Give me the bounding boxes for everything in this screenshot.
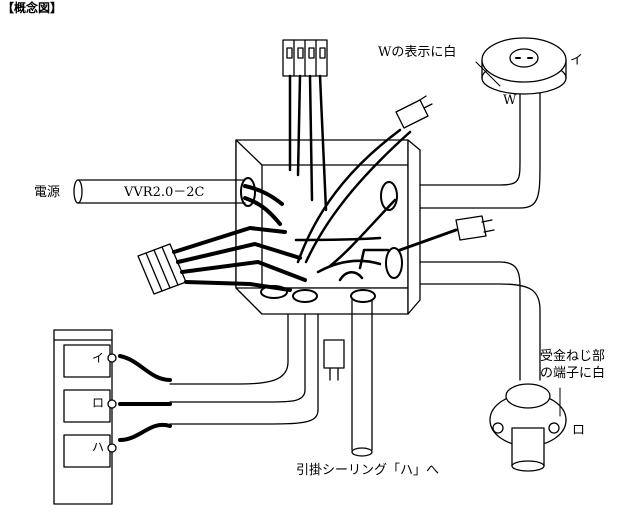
socket-lamp [489,383,567,472]
switch-cables [118,313,319,442]
label-switch-ro: ロ [92,396,105,410]
source-cable [73,179,284,226]
label-socket-note-1: 受金ねじ部 [540,349,606,364]
connector-left [137,226,307,295]
plug-middle-right [398,215,495,252]
label-switch-i: イ [92,351,105,365]
cable-to-socket [419,261,541,381]
label-w-mark: W [503,93,517,108]
diagram-title: 【概念図】 [2,1,63,15]
inside-wires [294,128,412,282]
label-ceiling-note: 引掛シーリング「ハ」へ [296,463,440,478]
label-ro-mark: ロ [572,423,586,438]
switch-plate [53,329,117,505]
cable-to-w [419,89,541,209]
label-switch-ha: ハ [92,440,105,454]
label-w-note: Wの表示に白 [378,45,457,60]
label-cable: VVR2.0－2C [124,185,205,200]
lamp-w [481,37,567,95]
cable-to-ceiling [351,299,373,457]
label-i-mark: イ [570,53,584,68]
plug-bottom [323,339,345,381]
label-socket-note-2: の端子に白 [540,366,606,381]
connector-top [282,39,328,212]
plug-top-right [395,95,433,129]
label-source: 電源 [34,185,61,200]
